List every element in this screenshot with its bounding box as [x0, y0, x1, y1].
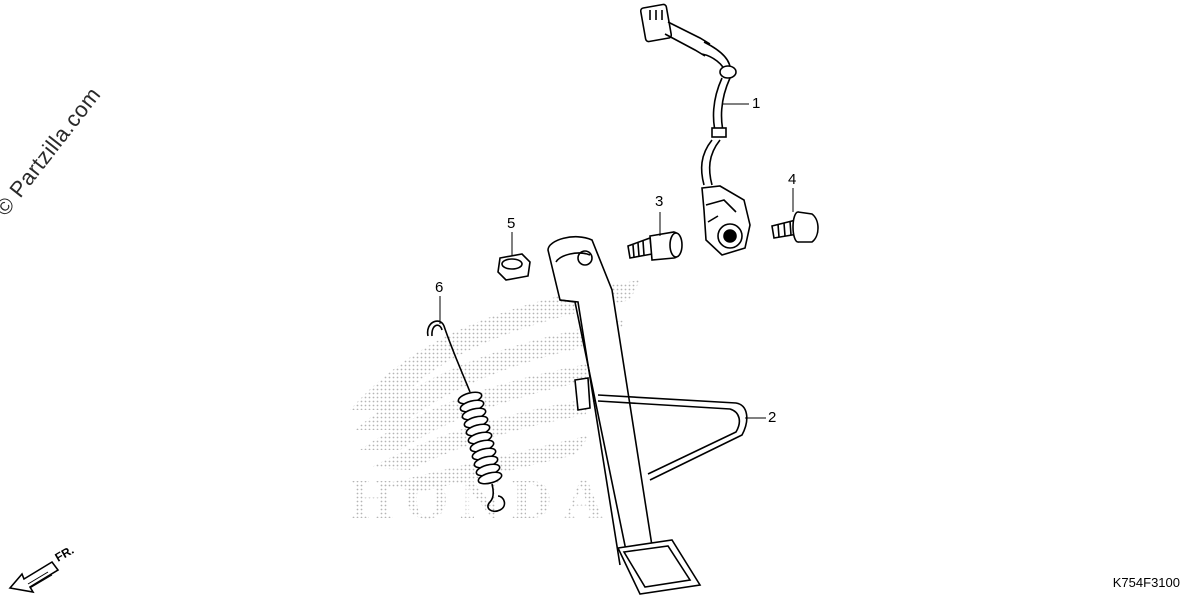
callout-4[interactable]: 4: [788, 171, 796, 188]
callouts: 1 2 3 4 5 6: [435, 95, 796, 426]
spring: [426, 320, 506, 513]
spring-coils: [457, 391, 503, 485]
side-stand: [547, 235, 748, 595]
flange-bolt: [771, 211, 819, 243]
side-stand-switch: [639, 3, 751, 256]
callout-1[interactable]: 1: [752, 95, 760, 112]
pivot-bolt: [627, 231, 683, 261]
callout-3[interactable]: 3: [655, 193, 663, 210]
callout-6[interactable]: 6: [435, 279, 443, 296]
callout-2[interactable]: 2: [768, 409, 776, 426]
front-direction-arrow: FR.: [8, 543, 77, 594]
callout-5[interactable]: 5: [507, 215, 515, 232]
honda-wing-watermark: HONDA: [350, 280, 640, 531]
diagram-code: K754F3100: [1112, 575, 1180, 590]
fr-label: FR.: [53, 543, 77, 565]
nut: [497, 253, 531, 281]
leader-lines: [439, 103, 794, 419]
